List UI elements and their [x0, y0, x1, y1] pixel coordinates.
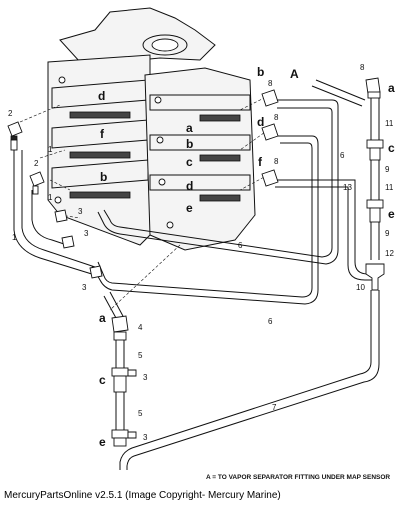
callout-f-mid: f — [258, 155, 263, 169]
callout-a-right: a — [388, 81, 395, 95]
engine-block — [47, 7, 256, 251]
callout-3-c: 3 — [82, 283, 87, 292]
callout-3-e: 3 — [143, 433, 148, 442]
callout-10: 10 — [356, 283, 365, 292]
callout-d-block-upper: d — [98, 89, 105, 103]
callout-6-c: 6 — [268, 317, 273, 326]
callout-numbers: 2 2 1 1 1 3 3 3 3 3 4 5 5 6 6 6 7 8 8 8 … — [8, 63, 394, 442]
callout-c-block: c — [186, 155, 193, 169]
callout-e-block: e — [186, 201, 193, 215]
callout-d-block-side: d — [186, 179, 193, 193]
hose-routing-diagram: A b d f d f b a b c d e a c e a c e 2 2 … — [7, 7, 395, 481]
callout-8-top: 8 — [360, 63, 365, 72]
callout-8-f: 8 — [274, 157, 279, 166]
callout-11-b: 11 — [385, 183, 394, 192]
callout-b-block-side: b — [186, 137, 193, 151]
callout-b-top: b — [257, 65, 264, 79]
diagram-note: A = TO VAPOR SEPARATOR FITTING UNDER MAP… — [206, 474, 390, 481]
callout-2-mid: 2 — [34, 159, 39, 168]
callout-7: 7 — [272, 403, 277, 412]
hoses — [13, 79, 380, 470]
callout-a-block: a — [186, 121, 193, 135]
callout-3-b: 3 — [84, 229, 89, 238]
callout-5-a: 5 — [138, 351, 143, 360]
callout-c-right: c — [388, 141, 395, 155]
callout-5-b: 5 — [138, 409, 143, 418]
callout-1-upper: 1 — [48, 145, 53, 154]
callout-11-a: 11 — [385, 119, 394, 128]
callout-9-a: 9 — [385, 165, 390, 174]
callout-1-left: 1 — [12, 233, 17, 242]
callout-d-mid: d — [257, 115, 264, 129]
callout-3-a: 3 — [78, 207, 83, 216]
callout-a-bottom: a — [99, 311, 106, 325]
callout-b-block-lower: b — [100, 170, 107, 184]
footer-caption: MercuryPartsOnline v2.5.1 (Image Copyrig… — [4, 490, 281, 501]
callout-1-lower: 1 — [48, 193, 53, 202]
callout-2-left: 2 — [8, 109, 13, 118]
callout-6-b: 6 — [238, 241, 243, 250]
callout-6-a: 6 — [340, 151, 345, 160]
callout-letters: A b d f d f b a b c d e a c e a c e — [98, 65, 395, 449]
callout-A: A — [290, 67, 299, 81]
callout-8-d: 8 — [274, 113, 279, 122]
callout-c-bottom: c — [99, 373, 106, 387]
callout-4: 4 — [138, 323, 143, 332]
callout-3-d: 3 — [143, 373, 148, 382]
callout-e-bottom: e — [99, 435, 106, 449]
callout-f-block-upper: f — [100, 127, 105, 141]
fittings — [7, 77, 385, 447]
callout-e-right: e — [388, 207, 395, 221]
callout-9-b: 9 — [385, 229, 390, 238]
callout-12: 12 — [385, 249, 394, 258]
callout-13: 13 — [343, 183, 352, 192]
callout-8-b: 8 — [268, 79, 273, 88]
leader-lines — [19, 94, 271, 311]
